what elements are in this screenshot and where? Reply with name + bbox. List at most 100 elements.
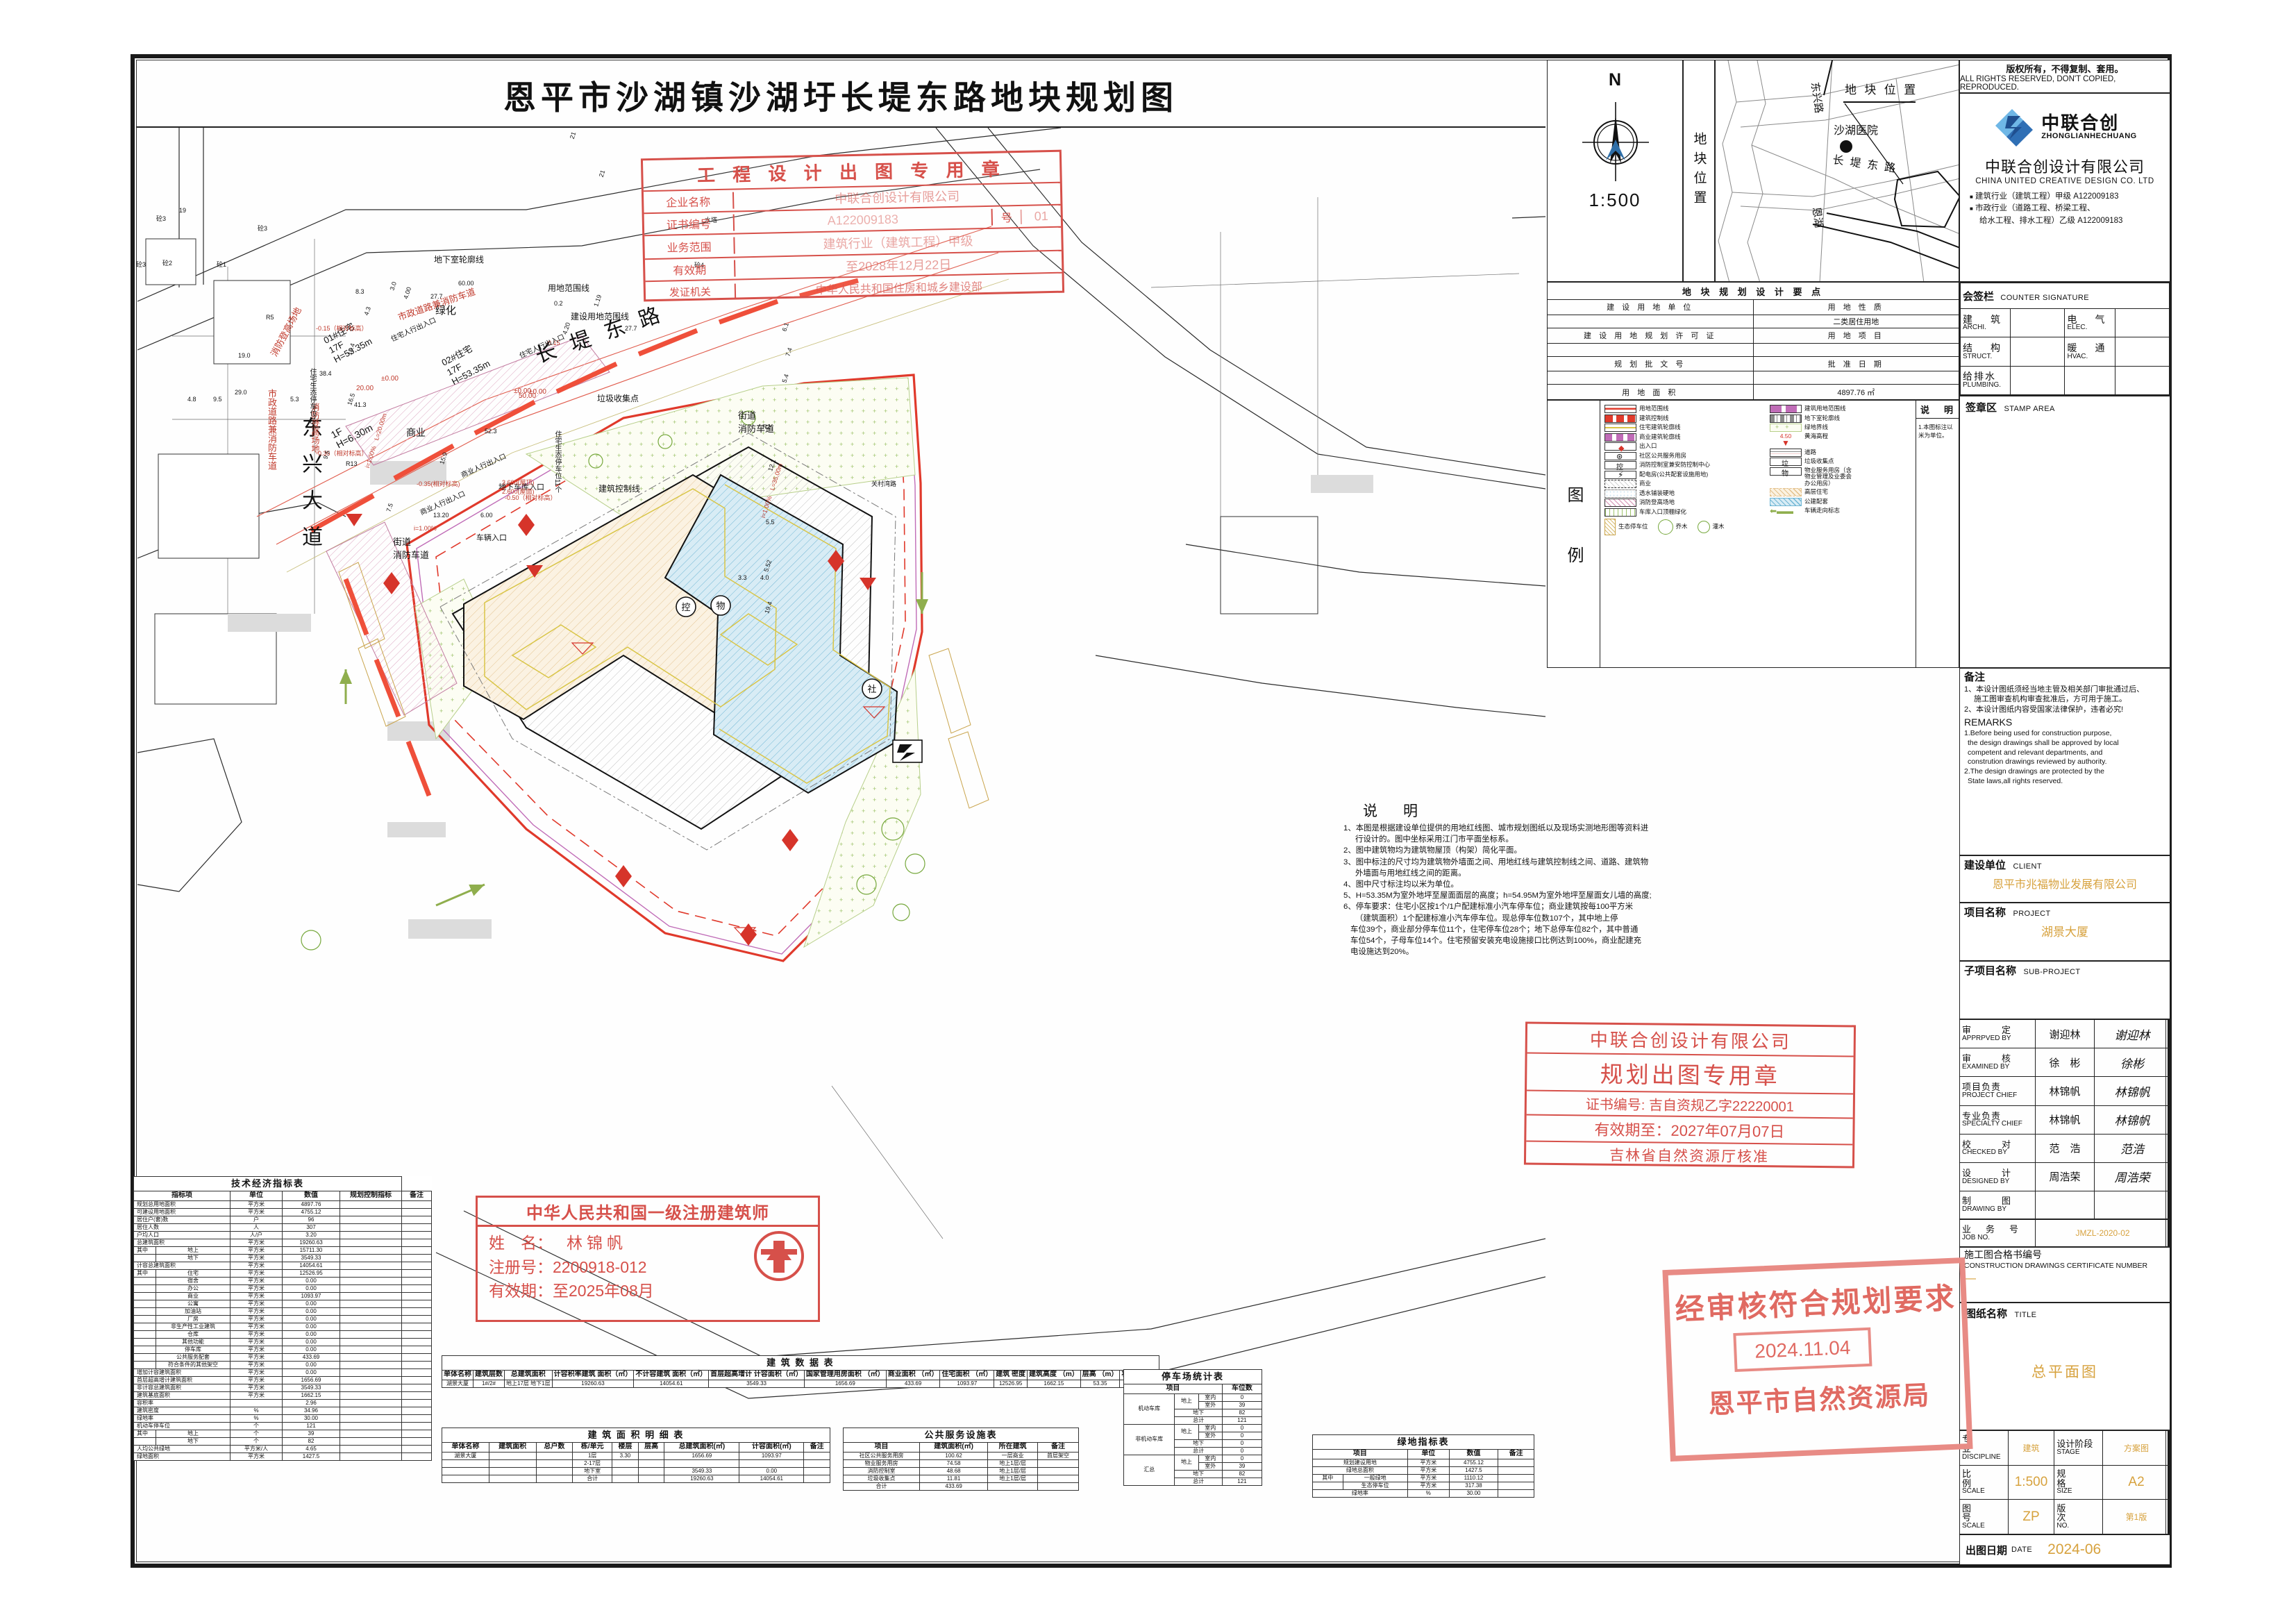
- table-cell: [340, 1284, 402, 1293]
- table-cell: 总建筑面积: [133, 1238, 231, 1247]
- csig-elec-field[interactable]: [2114, 308, 2170, 338]
- sig-6-signature[interactable]: [2093, 1191, 2171, 1219]
- label-street-2: 街道消防车道: [393, 537, 430, 560]
- cert-label-cn: 施工图合格书编号: [1964, 1249, 2042, 1260]
- site-plan-drawing[interactable]: +: [137, 128, 1545, 1433]
- plot-planning-points-table: 地 块 规 划 设 计 要 点 建 设 用 地 单 位 用 地 性 质 二类居住…: [1547, 282, 1959, 400]
- table-cell: 317.38: [1448, 1481, 1499, 1490]
- sig-4-label-cn: 校 对: [1962, 1139, 2016, 1150]
- table-cell: [1498, 1481, 1534, 1490]
- location-map[interactable]: 地 块 位 置 沙湖医院 长 堤 东 路 东兴路 恩湖: [1715, 60, 1959, 282]
- table-cell: [1498, 1466, 1534, 1475]
- legend-item-green-boundary: + +绿地界线: [1770, 424, 1909, 432]
- meta-size-value: A2: [2102, 1464, 2170, 1500]
- dim-5-5: 5.5: [766, 519, 775, 526]
- table-cell: 室内: [1198, 1423, 1223, 1432]
- table-cell: 计容面积(㎡): [739, 1442, 805, 1453]
- sig-0-label-en: APPRPVED BY: [1962, 1034, 2011, 1042]
- table-cell: 2-17层: [572, 1459, 613, 1468]
- axis-a11: 关村湾路: [871, 480, 897, 487]
- table-cell: 商业: [155, 1291, 231, 1300]
- north-scale: 1:500: [1589, 190, 1641, 210]
- csig-hvac-field[interactable]: [2114, 337, 2170, 367]
- note-6c: 车位39个，商业部分停车位11个，住宅停车位28个；地下总停车位82个，其中普通: [1350, 925, 1639, 934]
- project-block: 项目名称 PROJECT 湖景大厦: [1959, 903, 2170, 961]
- dim-52-3: 52.3: [485, 428, 497, 435]
- table-cell: 82: [1221, 1469, 1263, 1478]
- table-cell: 0.00: [282, 1299, 340, 1308]
- sig-3-name: 林锦帆: [2035, 1105, 2095, 1135]
- sig-3-label-en: SPECIALTY CHIEF: [1962, 1120, 2022, 1128]
- table-cell: [401, 1238, 432, 1247]
- subproject-block: 子项目名称 SUB-PROJECT: [1959, 961, 2170, 1019]
- subproject-label-cn: 子项目名称: [1964, 965, 2017, 977]
- table-cell: [1037, 1482, 1079, 1491]
- elev-label-f: -0.35（相对标高）: [316, 450, 368, 457]
- approval-authority: 恩平市自然资源局: [1707, 1381, 1932, 1420]
- table-cell: 平方米: [230, 1368, 283, 1377]
- property-icon: 物: [1770, 467, 1802, 478]
- table-cell: 非生产性工业建筑: [155, 1322, 231, 1331]
- meta-discipline-value: 建筑: [2007, 1430, 2055, 1466]
- table-cell: 74.58: [919, 1459, 989, 1468]
- sig-1-name: 徐 彬: [2035, 1048, 2095, 1078]
- public-table-title: 公共服务设施表: [843, 1427, 1079, 1443]
- table-cell: 一般绿地: [1342, 1473, 1408, 1482]
- plot-points-l0-value[interactable]: [1547, 314, 1754, 328]
- plot-points-l2-value[interactable]: [1547, 371, 1754, 385]
- firm-logo-row: 中联合创 ZHONGLIANHECHUANG: [1960, 106, 2170, 148]
- meta-stage-cn: 设计阶段: [2056, 1439, 2093, 1450]
- csig-archi-field[interactable]: [2010, 308, 2065, 338]
- table-cell: 82: [1221, 1408, 1263, 1417]
- csig-plumb-field[interactable]: [2010, 365, 2065, 396]
- firm-logo-pinyin: ZHONGLIANHECHUANG: [2041, 132, 2137, 140]
- axis-a3: 砼3: [156, 215, 167, 222]
- fire-control-icon: 控: [1604, 461, 1636, 471]
- table-cell: 0: [1221, 1439, 1263, 1448]
- legend-item-elevation: 4.50▼黄海高程: [1770, 433, 1909, 447]
- swatch-red-dash: [1604, 414, 1636, 423]
- date-value: 2024-06: [2047, 1541, 2102, 1557]
- sig-6-name[interactable]: [2035, 1191, 2095, 1219]
- table-cell: 1427.5: [1448, 1466, 1499, 1475]
- sig-4-signature: 范浩: [2120, 1143, 2144, 1157]
- green-h-0: 项目: [1312, 1449, 1408, 1459]
- plot-points-r1-value[interactable]: [1752, 342, 1959, 357]
- legend-item-basement-outline: 地下室轮廓线: [1770, 414, 1909, 423]
- table-cell: [612, 1459, 639, 1468]
- table-cell: 其中: [133, 1246, 156, 1255]
- plot-points-r2-value[interactable]: [1752, 371, 1959, 385]
- table-cell: 平方米: [230, 1375, 283, 1384]
- table-cell: 34.96: [282, 1406, 340, 1415]
- table-cell: 4755.12: [282, 1207, 340, 1216]
- csig-struct-field[interactable]: [2010, 337, 2065, 367]
- table-cell: 1093.97: [939, 1379, 995, 1388]
- table-cell: 平方米: [230, 1291, 283, 1300]
- dim-27-7a: 27.7: [430, 293, 443, 300]
- table-cell: 平方米: [1407, 1466, 1450, 1475]
- table-cell: 地上1层/层: [987, 1459, 1038, 1468]
- table-cell: [637, 1466, 665, 1475]
- table-cell: 垃圾收集点: [843, 1474, 920, 1483]
- sig-0-label-cn: 审 定: [1962, 1025, 2016, 1036]
- table-cell: [340, 1437, 402, 1446]
- stamp-area-block[interactable]: 签章区 STAMP AREA: [1959, 396, 2170, 668]
- legend-block: 图 例 用地范围线 建筑控制线 住宅建筑轮廓线 商业建筑轮廓线 ◆出入口 ⊛社区…: [1547, 400, 1960, 668]
- date-label-en: DATE: [2011, 1546, 2033, 1554]
- sig-5-signature: 周浩荣: [2114, 1171, 2150, 1186]
- table-cell: [401, 1391, 432, 1400]
- radius-r13: R13: [346, 460, 358, 467]
- csig-blank-1[interactable]: [2064, 365, 2115, 396]
- note-1b: 行设计的。图中坐标采用江门市平面坐标系。: [1355, 835, 1514, 844]
- architect-stamp-title: 中华人民共和国一级注册建筑师: [478, 1198, 818, 1227]
- csig-blank-2[interactable]: [2114, 365, 2170, 396]
- plot-points-l1-value[interactable]: [1547, 342, 1754, 357]
- table-cell: [340, 1238, 402, 1247]
- stamp-planning-output: 中联合创设计有限公司 规划出图专用章 证书编号: 吉自资规乙字22220001 …: [1523, 1021, 1857, 1169]
- table-cell: [401, 1215, 432, 1224]
